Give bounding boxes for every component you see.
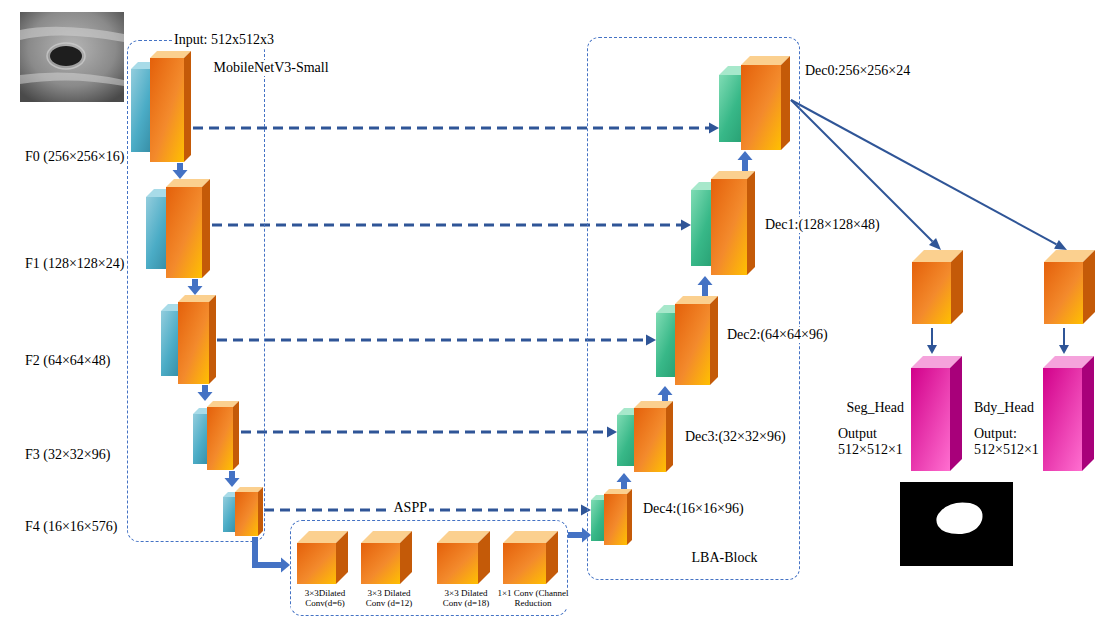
decoder-label: Dec2:(64×64×96): [725, 327, 830, 343]
input-label: Input: 512x512x3: [172, 32, 276, 48]
skip-connection: [212, 220, 691, 231]
conv-block: 1×1 Conv (Channel Reduction: [503, 531, 559, 585]
group-title: MobileNetV3-Small: [212, 60, 331, 76]
flow-arrow: [173, 163, 188, 179]
conv-block-shape: [503, 531, 559, 585]
output-label: Output 512×512×1: [838, 426, 904, 458]
flow-arrow: [225, 471, 240, 487]
conv-block-shape: [297, 531, 349, 585]
output-mask-image: [900, 482, 1013, 566]
flow-arrow: [738, 151, 753, 171]
group-title: LBA-Block: [690, 550, 760, 566]
conv-label: 1×1 Conv (Channel Reduction: [495, 589, 571, 609]
feature-map: F1 (128×128×24): [146, 179, 212, 279]
flow-arrow: [255, 537, 290, 573]
head-label: Bdy_Head: [974, 400, 1034, 416]
output-head-shape: [1040, 250, 1098, 472]
feature-label: F3 (32×32×96): [23, 447, 112, 463]
conv-block-shape: [437, 531, 491, 585]
feature-label: F4 (16×16×576): [23, 519, 119, 535]
flow-arrow: [188, 279, 203, 295]
decoder-label: Dec4:(16×16×96): [641, 501, 746, 517]
decoder-map-shape: [719, 56, 791, 151]
decoder-map-shape: [591, 489, 633, 546]
feature-map-shape: [146, 179, 212, 279]
skip-connection: [217, 335, 656, 346]
decoder-label: Dec3:(32×32×96): [683, 429, 788, 445]
decoder-map: Dec1:(128×128×48): [691, 171, 757, 276]
feature-map-shape: [131, 51, 193, 163]
feature-map-shape: [161, 295, 217, 385]
flow-arrow: [658, 386, 673, 401]
skip-connection: [193, 123, 719, 134]
decoder-map-shape: [691, 171, 757, 276]
decoder-map: Dec2:(64×64×96): [656, 296, 719, 386]
conv-block: 3×3 Dilated Conv (d=18): [437, 531, 491, 585]
decoder-label: Dec0:256×256×24: [803, 63, 912, 79]
flow-arrow: [698, 276, 713, 296]
feature-map: F3 (32×32×96): [193, 401, 241, 471]
feature-map: F2 (64×64×48): [161, 295, 217, 385]
decoder-label: Dec1:(128×128×48): [763, 217, 882, 233]
decoder-map: Dec4:(16×16×96): [591, 489, 633, 546]
conv-block-shape: [361, 531, 413, 585]
output-head: Bdy_HeadOutput: 512×512×1: [1040, 250, 1098, 472]
feature-map: F0 (256×256×16): [131, 51, 193, 163]
aspp-group: ASPP3×3Dilated Conv(d=6)3×3 Dilated Conv…: [290, 520, 568, 616]
feature-map-shape: [223, 487, 264, 537]
feature-label: F2 (64×64×48): [23, 353, 112, 369]
output-label: Output: 512×512×1: [974, 426, 1038, 458]
group-title: ASPP: [392, 500, 429, 516]
decoder-map: Dec0:256×256×24: [719, 56, 791, 151]
conv-label: 3×3 Dilated Conv (d=12): [355, 589, 423, 609]
conv-block: 3×3Dilated Conv(d=6): [297, 531, 349, 585]
conv-label: 3×3 Dilated Conv (d=18): [432, 589, 500, 609]
feature-map-shape: [193, 401, 241, 471]
feature-map: F4 (16×16×576): [223, 487, 264, 537]
conv-label: 3×3Dilated Conv(d=6): [291, 589, 359, 609]
decoder-map-shape: [656, 296, 719, 386]
flow-arrow: [617, 473, 632, 489]
flow-arrow: [198, 385, 213, 401]
decoder-map-shape: [617, 401, 675, 473]
output-head-shape: [908, 250, 966, 472]
decoder-map: Dec3:(32×32×96): [617, 401, 675, 473]
skip-connection: [241, 427, 617, 438]
conv-block: 3×3 Dilated Conv (d=12): [361, 531, 413, 585]
input-ultrasound-image: [20, 12, 124, 102]
feature-label: F0 (256×256×16): [23, 149, 126, 165]
output-head: Seg_HeadOutput 512×512×1: [908, 250, 966, 472]
decoder-group: LBA-Block Dec0:256×256×24Dec1:(128×128×48…: [587, 37, 800, 580]
feature-label: F1 (128×128×24): [23, 256, 126, 272]
encoder-group: MobileNetV3-SmallF0 (256×256×16)F1 (128×…: [127, 40, 265, 542]
head-label: Seg_Head: [846, 400, 904, 416]
